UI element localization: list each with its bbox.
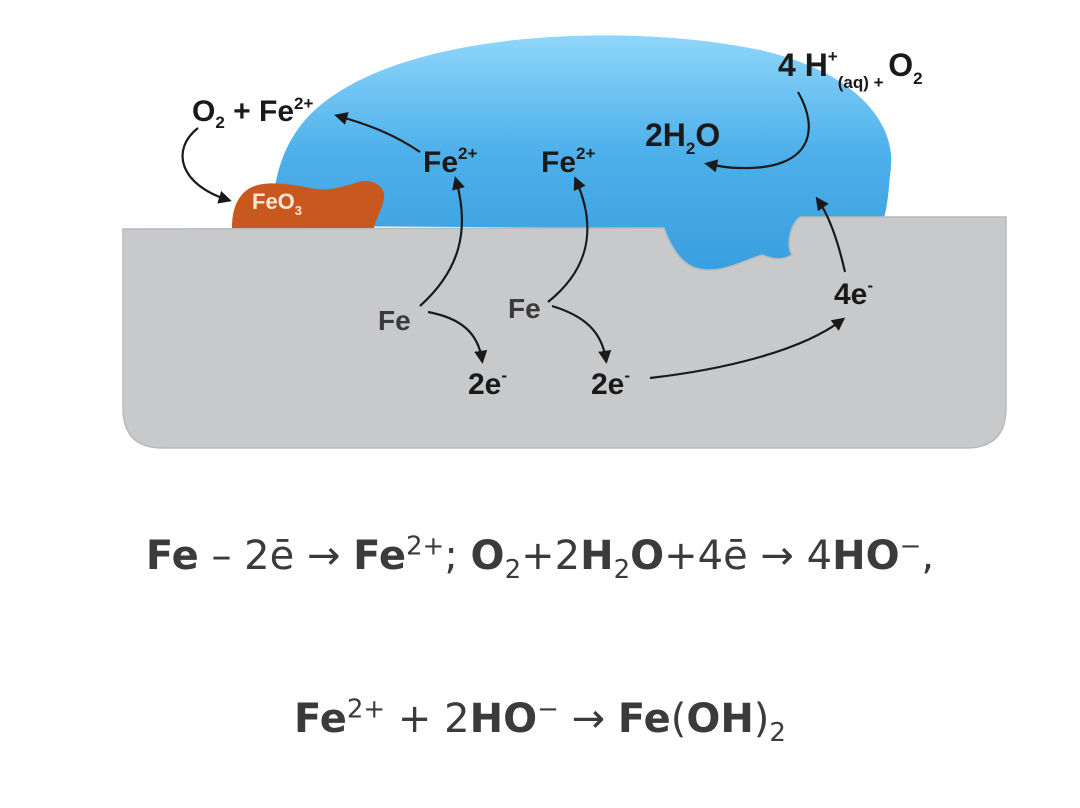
reaction-arrows [181, 91, 847, 380]
label-metal-fe-1: Fe [378, 305, 411, 336]
arrow-cathode-electrons-up [815, 196, 847, 273]
label-electrons-1: 2e- [468, 366, 507, 401]
equation-hydroxide-formation: Fe2+ + 2HO− → Fe(OH)2 [294, 694, 786, 748]
arrow-fe-to-electrons-1 [427, 310, 488, 364]
label-rust: FeO3 [252, 189, 302, 218]
arrow-fe-ion-to-surface [334, 112, 421, 153]
label-water: 2H2O [645, 117, 720, 158]
label-fe-ion-1: Fe2+ [423, 144, 477, 179]
water-droplet [272, 35, 892, 271]
label-electrons-3: 4e- [834, 276, 873, 311]
arrow-fe-to-ion-2 [547, 176, 589, 303]
equation-anode-cathode: Fe – 2ē → Fe2+; O2+2H2O+4ē → 4HO−, [145, 531, 935, 585]
rust-deposit [232, 180, 385, 228]
arrow-fe-to-electrons-2 [551, 304, 612, 364]
arrow-o2-to-rust [181, 127, 232, 204]
arrow-oxygen-to-water [704, 91, 810, 173]
arrow-electrons-to-cathode [649, 317, 846, 380]
label-fe-ion-2: Fe2+ [541, 144, 595, 179]
metal-surface [122, 216, 1007, 449]
label-o2-plus-fe: O2 + Fe2+ [192, 94, 313, 132]
label-electrons-2: 2e- [591, 366, 630, 401]
label-hydrogen-oxygen: 4 H+(aq) + O2 [778, 47, 923, 92]
label-metal-fe-2: Fe [508, 293, 541, 324]
arrow-fe-to-ion-1 [419, 176, 465, 307]
